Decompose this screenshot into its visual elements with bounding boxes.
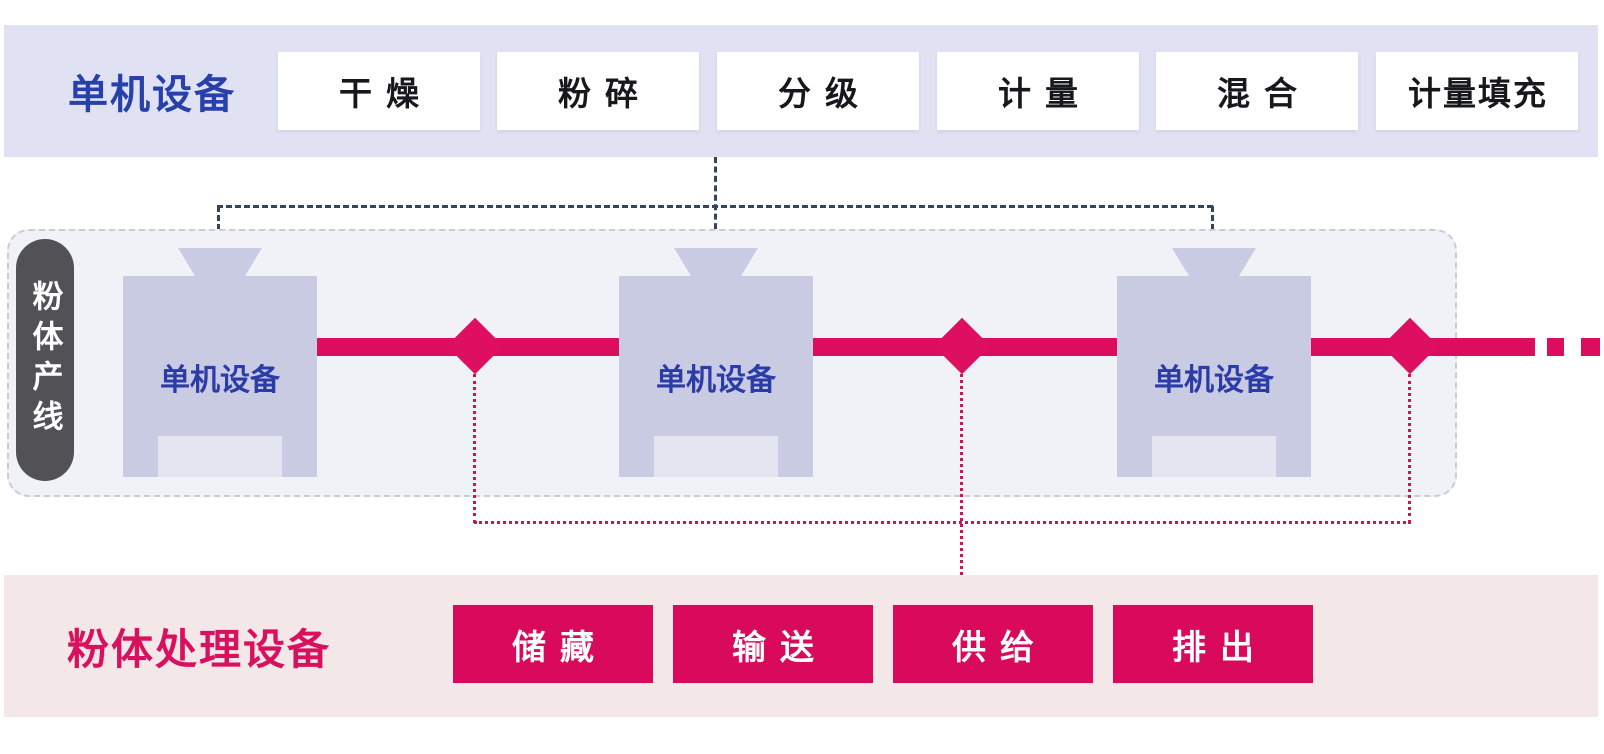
process-chip-metering-filling: 计量填充 xyxy=(1376,52,1578,130)
hopper-icon xyxy=(1172,248,1256,277)
handling-chip-feeding: 供给 xyxy=(893,605,1093,683)
powder-line-pill: 粉体产线 xyxy=(16,239,74,481)
machine-base-notch xyxy=(158,436,282,477)
machine-2: 单机设备 xyxy=(619,248,813,477)
connector-blue-left-drop xyxy=(217,206,220,248)
connector-blue-horizontal xyxy=(217,205,1213,208)
process-chip-classifying: 分级 xyxy=(717,52,919,130)
flow-line-dash-2 xyxy=(1581,338,1600,356)
machine-label: 单机设备 xyxy=(160,362,280,398)
machine-label: 单机设备 xyxy=(1154,362,1274,398)
connector-blue-center-drop xyxy=(714,157,717,248)
process-chip-crushing: 粉碎 xyxy=(497,52,699,130)
standalone-equipment-bar: 单机设备 干燥 粉碎 分级 计量 混合 计量填充 xyxy=(4,25,1598,157)
machine-3: 单机设备 xyxy=(1117,248,1311,477)
process-chip-drying: 干燥 xyxy=(278,52,480,130)
process-chip-metering: 计量 xyxy=(937,52,1139,130)
process-chip-mixing: 混合 xyxy=(1156,52,1358,130)
hopper-icon xyxy=(674,248,758,277)
flow-line-dash-1 xyxy=(1547,338,1564,356)
machine-body-icon: 单机设备 xyxy=(1117,276,1311,477)
connector-red-right-drop xyxy=(1408,374,1411,523)
connector-blue-right-drop xyxy=(1211,206,1214,248)
machine-1: 单机设备 xyxy=(123,248,317,477)
flow-line xyxy=(220,338,1535,356)
handling-chip-storage: 储藏 xyxy=(453,605,653,683)
machine-base-notch xyxy=(1152,436,1276,477)
connector-red-horizontal xyxy=(474,521,1411,524)
machine-body-icon: 单机设备 xyxy=(619,276,813,477)
handling-chip-discharging: 排出 xyxy=(1113,605,1313,683)
connector-red-center-drop xyxy=(960,374,963,575)
connector-red-left-drop xyxy=(473,374,476,523)
hopper-icon xyxy=(178,248,262,277)
powder-handling-bar: 粉体处理设备 储藏 输送 供给 排出 xyxy=(4,575,1598,717)
powder-line-pill-label: 粉体产线 xyxy=(26,280,63,440)
machine-body-icon: 单机设备 xyxy=(123,276,317,477)
machine-label: 单机设备 xyxy=(656,362,776,398)
powder-handling-title: 粉体处理设备 xyxy=(67,624,332,674)
standalone-equipment-title: 单机设备 xyxy=(68,72,236,118)
handling-chip-conveying: 输送 xyxy=(673,605,873,683)
machine-base-notch xyxy=(654,436,778,477)
